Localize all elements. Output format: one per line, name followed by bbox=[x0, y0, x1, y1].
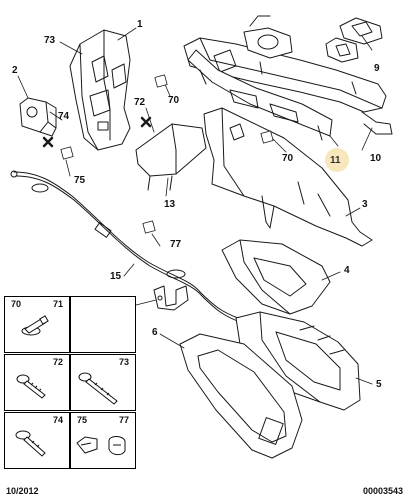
legend-number: 77 bbox=[118, 415, 129, 425]
callout-11: 11 bbox=[330, 155, 341, 166]
callout-6: 6 bbox=[152, 327, 158, 338]
interior-handle-bezel bbox=[221, 239, 331, 315]
handle-seal-clips bbox=[325, 17, 383, 63]
callout-75: 75 bbox=[74, 175, 86, 186]
lock-cover bbox=[135, 123, 207, 191]
release-cable bbox=[10, 170, 241, 323]
legend-cell-70-71: 70 71 bbox=[4, 296, 70, 353]
fastener-legend: 70 71 72 73 bbox=[4, 296, 138, 470]
fastener-reference-tags bbox=[60, 74, 274, 234]
callout-15: 15 bbox=[110, 271, 122, 282]
callout-2: 2 bbox=[12, 65, 18, 76]
legend-number: 72 bbox=[52, 357, 63, 367]
door-module-carrier bbox=[203, 107, 373, 247]
exterior-door-handle bbox=[183, 15, 393, 135]
callout-70-top: 70 bbox=[168, 95, 180, 106]
legend-cell-74: 74 bbox=[4, 412, 70, 469]
bolt-icon bbox=[15, 430, 46, 457]
callout-5: 5 bbox=[376, 379, 382, 390]
callout-74: 74 bbox=[58, 111, 70, 122]
cable-clip-icon bbox=[76, 436, 126, 456]
item-11-highlight bbox=[325, 148, 349, 172]
callout-70-right: 70 bbox=[282, 153, 294, 164]
callout-4: 4 bbox=[344, 265, 350, 276]
legend-number: 71 bbox=[52, 299, 63, 309]
callout-13: 13 bbox=[164, 199, 176, 210]
handle-frame bbox=[187, 49, 333, 141]
callout-72: 72 bbox=[134, 97, 146, 108]
legend-number: 70 bbox=[11, 299, 22, 309]
long-screw-icon bbox=[78, 372, 118, 405]
callout-3: 3 bbox=[362, 199, 368, 210]
footer-date: 10/2012 bbox=[6, 486, 39, 496]
callout-77: 77 bbox=[170, 239, 182, 250]
star-marker bbox=[140, 116, 152, 128]
cable-bracket bbox=[153, 285, 189, 311]
door-lock-mechanism bbox=[69, 29, 131, 151]
callout-9: 9 bbox=[374, 63, 380, 74]
legend-number: 73 bbox=[118, 357, 129, 367]
callout-1: 1 bbox=[137, 19, 143, 30]
legend-number: 75 bbox=[77, 415, 88, 425]
legend-number: 74 bbox=[52, 415, 63, 425]
door-striker bbox=[19, 97, 57, 137]
legend-cell-72: 72 bbox=[4, 354, 70, 411]
star-marker bbox=[42, 136, 54, 148]
callout-73: 73 bbox=[44, 35, 56, 46]
handle-trim-surround bbox=[179, 333, 303, 459]
callout-10: 10 bbox=[370, 153, 382, 164]
footer-reference-number: 00003543 bbox=[362, 486, 403, 496]
legend-cell-75-77: 75 77 bbox=[70, 412, 136, 469]
legend-cell-empty bbox=[70, 296, 136, 353]
legend-cell-73: 73 bbox=[70, 354, 136, 411]
rivet-icon bbox=[21, 315, 49, 336]
screw-icon bbox=[16, 374, 46, 399]
